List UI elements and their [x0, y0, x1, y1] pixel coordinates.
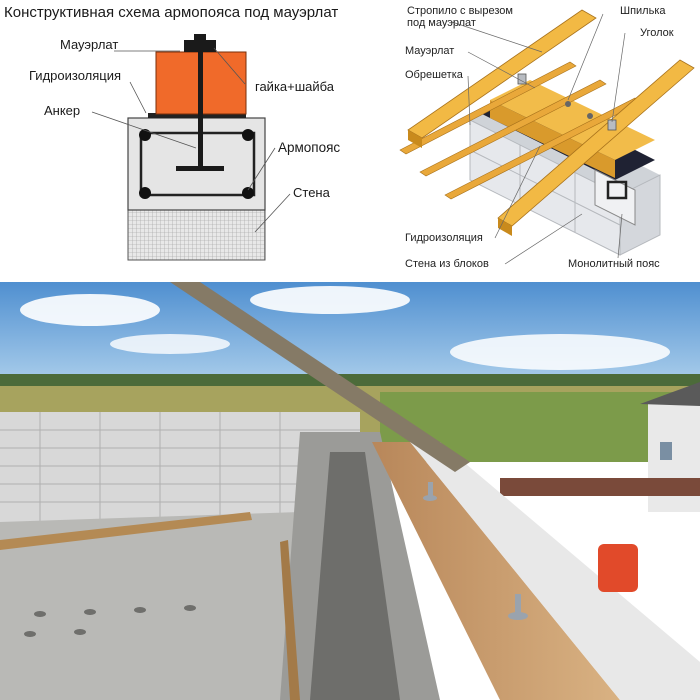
left-diagram-title: Конструктивная схема армопояса под мауэр…: [4, 4, 339, 21]
armopoyas-section-drawing: [91, 34, 291, 261]
rebar-dot-br: [242, 187, 254, 199]
cloud-2: [250, 286, 410, 314]
label-block-wall: Стена из блоков: [405, 258, 489, 270]
label-armopoyas: Армопояс: [278, 140, 341, 155]
board-left: [0, 512, 252, 550]
rafter-2-side: [498, 218, 512, 236]
label-stud: Шпилька: [620, 5, 666, 17]
rebar-dot-bl: [139, 187, 151, 199]
floor-slab: [0, 512, 300, 700]
anchor-rod: [198, 40, 203, 168]
fence: [500, 478, 700, 496]
lathing-2: [419, 79, 607, 177]
cloud-1: [20, 294, 160, 326]
label-mauerlat-right: Мауэрлат: [405, 45, 455, 57]
diagram-panel: Конструктивная схема армопояса под мауэр…: [0, 0, 700, 282]
label-waterproofing-right: Гидроизоляция: [405, 232, 483, 244]
stud-2: [587, 113, 593, 119]
label-monolithic-belt: Монолитный пояс: [568, 258, 660, 270]
house-roof: [640, 382, 700, 406]
label-wall: Стена: [293, 185, 330, 200]
diagonal-board: [170, 282, 470, 472]
label-mauerlat-left: Мауэрлат: [60, 37, 119, 52]
belt-inner: [310, 452, 400, 700]
board-post: [280, 540, 300, 700]
wall-top-white: [410, 442, 700, 700]
red-bag: [598, 544, 638, 592]
label-anchor: Анкер: [44, 103, 81, 118]
photo-scene: [0, 282, 700, 700]
cloud-3: [450, 334, 670, 370]
rebar-dot-tl: [139, 129, 151, 141]
label-waterproofing-left: Гидроизоляция: [29, 68, 122, 83]
waterproofing-layer: [148, 113, 246, 118]
anchor-foot: [176, 166, 224, 171]
label-nut-washer: гайка+шайба: [255, 79, 335, 94]
cloud-4: [110, 334, 230, 354]
rebar-dot-tr: [242, 129, 254, 141]
rebar-cage: [139, 131, 256, 197]
nut-top: [194, 34, 206, 41]
house-window: [660, 442, 672, 460]
label-corner: Уголок: [640, 27, 674, 39]
lathing-1: [399, 61, 577, 155]
horizon-trees: [0, 374, 700, 388]
construction-photo: [0, 282, 700, 700]
rafter-1: [407, 9, 597, 139]
label-lathing: Обрешетка: [405, 69, 463, 81]
wall-block: [127, 209, 266, 261]
rafter-1-side: [408, 130, 422, 148]
mauerlat-beam-top: [490, 80, 655, 160]
stud-1: [565, 101, 571, 107]
label-rafter-line1: Стропило с вырезом: [407, 5, 513, 17]
rafter-2: [497, 59, 695, 227]
mauerlat-beam-photo: [372, 442, 620, 700]
belt-rebar: [606, 180, 628, 200]
label-rafter-line2: под мауэрлат: [407, 17, 476, 29]
roof-node-3d-drawing: [399, 9, 695, 265]
